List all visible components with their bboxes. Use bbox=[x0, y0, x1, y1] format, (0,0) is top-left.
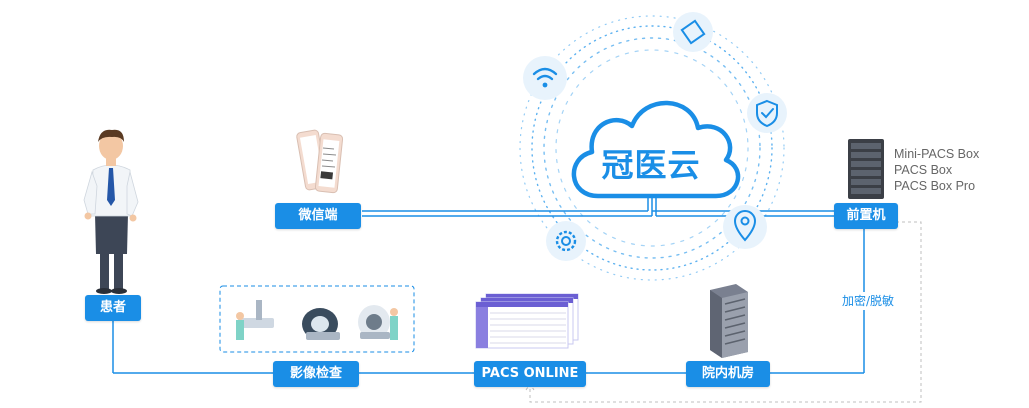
node-patient[interactable]: 患者 bbox=[85, 295, 141, 321]
cloud-halo bbox=[519, 15, 785, 281]
encryption-note: 加密/脱敏 bbox=[838, 292, 898, 310]
gear-icon bbox=[546, 221, 586, 261]
pacs-screens-image bbox=[475, 293, 579, 349]
node-imaging-exam[interactable]: 影像检查 bbox=[273, 361, 359, 387]
cloud-label: 冠医云 bbox=[601, 146, 701, 184]
node-hospital-room[interactable]: 院内机房 bbox=[686, 361, 770, 387]
box-product-item: Mini-PACS Box bbox=[894, 147, 980, 161]
shield-check-icon bbox=[747, 93, 787, 133]
wifi-icon bbox=[523, 56, 567, 100]
patient-figure bbox=[83, 129, 139, 294]
box-product-item: PACS Box Pro bbox=[894, 179, 976, 193]
smartphone-image bbox=[296, 129, 344, 194]
node-wechat[interactable]: 微信端 bbox=[275, 203, 361, 229]
box-product-list: Mini-PACS Box PACS Box PACS Box Pro bbox=[894, 146, 979, 194]
hospital-rack-image bbox=[710, 284, 748, 358]
node-front-server[interactable]: 前置机 bbox=[834, 203, 898, 229]
box-product-item: PACS Box bbox=[894, 163, 953, 177]
document-icon bbox=[673, 12, 713, 52]
location-pin-icon bbox=[723, 205, 767, 249]
medical-imaging-devices bbox=[236, 300, 398, 340]
cloud-shape bbox=[571, 100, 741, 199]
imaging-device-group bbox=[219, 285, 415, 353]
server-tower-image bbox=[848, 139, 884, 199]
node-pacs-online[interactable]: PACS ONLINE bbox=[474, 361, 586, 387]
